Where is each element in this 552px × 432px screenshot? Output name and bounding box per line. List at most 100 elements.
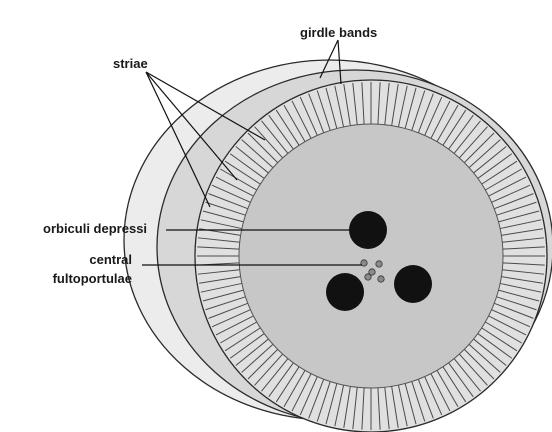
stria [498, 210, 540, 223]
stria [500, 219, 542, 230]
stria [377, 387, 381, 430]
stria [299, 96, 318, 136]
stria [502, 269, 545, 275]
stria [205, 296, 246, 311]
stria [283, 105, 306, 142]
stria [247, 132, 279, 164]
stria [247, 348, 279, 380]
stria [501, 228, 543, 236]
label-fultoportulae: fultoportulae [53, 271, 132, 286]
stria [215, 315, 254, 336]
stria [496, 201, 537, 216]
stria [334, 85, 345, 127]
stria [202, 289, 244, 302]
stria [208, 302, 248, 319]
fultoportula [364, 273, 372, 281]
stria [352, 82, 358, 125]
stria [397, 385, 408, 427]
stria [404, 87, 417, 129]
stria [448, 362, 474, 398]
leader-striae-1 [145, 71, 266, 141]
leader-girdle-bands-2 [337, 39, 342, 85]
stria [485, 168, 522, 191]
stria [488, 176, 527, 197]
stria [502, 237, 545, 243]
stria [229, 153, 265, 179]
stria [430, 100, 451, 139]
stria [391, 84, 399, 126]
stria [211, 184, 251, 203]
stria [453, 358, 481, 392]
leader-striae-2 [145, 71, 238, 181]
stria [343, 84, 351, 126]
stria [377, 82, 381, 125]
stria [197, 269, 240, 275]
leader-girdle-bands-1 [319, 39, 339, 79]
stria [200, 282, 242, 293]
stria [417, 93, 434, 133]
stria [430, 373, 451, 412]
stria [424, 96, 443, 136]
stria [404, 383, 417, 425]
stria [224, 327, 261, 352]
stria [411, 90, 426, 131]
stria [436, 105, 459, 142]
stria [205, 201, 246, 216]
stria [501, 276, 543, 284]
stria [468, 139, 501, 169]
stria [211, 309, 251, 328]
stria [291, 373, 312, 412]
fultoportula [360, 259, 368, 267]
stria [442, 366, 467, 403]
stria [334, 385, 345, 427]
stria [275, 109, 300, 146]
stria [481, 160, 518, 185]
stria [494, 193, 534, 210]
stria [268, 362, 294, 398]
stria [498, 289, 540, 302]
label-central: central [89, 252, 132, 267]
stria [254, 126, 284, 159]
stria [500, 282, 542, 293]
label-orbiculi-depressi: orbiculi depressi [43, 221, 147, 236]
stria [502, 246, 545, 250]
stria [229, 333, 265, 359]
stria [477, 153, 513, 179]
stria [473, 338, 507, 366]
stria [488, 315, 527, 336]
stria [448, 114, 474, 150]
stria [436, 370, 459, 407]
stria [485, 321, 522, 344]
stria [197, 246, 240, 250]
label-striae: striae [113, 56, 148, 71]
stria [224, 160, 261, 185]
stria [199, 276, 241, 284]
stria [391, 386, 399, 428]
stria [261, 120, 289, 154]
leader-striae-3 [145, 71, 211, 208]
stria [261, 358, 289, 392]
stria [268, 114, 294, 150]
stria [361, 82, 365, 125]
stria [458, 353, 488, 386]
stria [496, 296, 537, 311]
orbiculus-depressus [349, 211, 387, 249]
stria [325, 87, 338, 129]
stria [361, 387, 365, 430]
stria [325, 383, 338, 425]
stria [502, 262, 545, 266]
stria [291, 100, 312, 139]
stria [463, 348, 495, 380]
stria [473, 146, 507, 174]
central-area [238, 123, 504, 389]
stria [220, 321, 257, 344]
striae-group [197, 82, 545, 430]
stria [343, 386, 351, 428]
stria [316, 90, 331, 131]
stria [424, 376, 443, 416]
stria [235, 338, 269, 366]
stria [208, 193, 248, 210]
orbiculus-depressus [326, 273, 364, 311]
stria [241, 343, 274, 373]
